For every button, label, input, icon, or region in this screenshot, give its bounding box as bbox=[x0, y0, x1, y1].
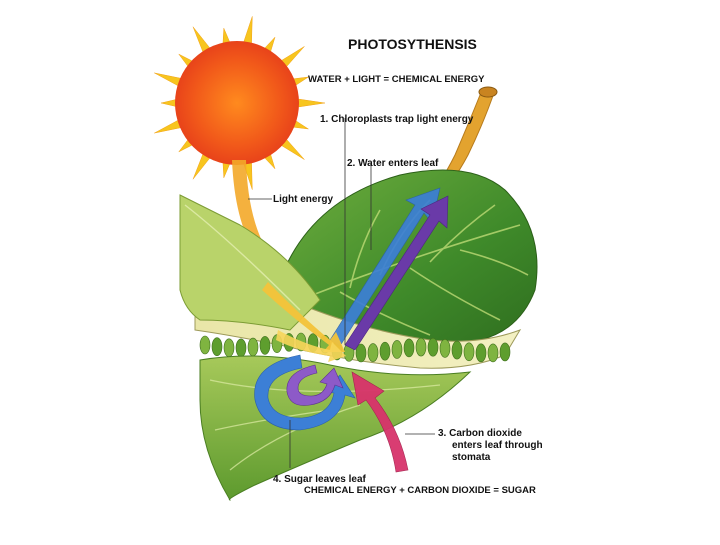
diagram-title: PHOTOSYTHENSIS bbox=[348, 36, 477, 52]
leaf-cell bbox=[223, 338, 235, 358]
stem-cut-end bbox=[478, 86, 498, 98]
equation-bottom: CHEMICAL ENERGY + CARBON DIOXIDE = SUGAR bbox=[304, 485, 536, 496]
flap-vein bbox=[184, 204, 301, 311]
leaf-cell bbox=[451, 340, 463, 360]
leaf-cell bbox=[427, 337, 439, 357]
leaf-left-flap bbox=[179, 194, 321, 331]
step1-label: 1. Chloroplasts trap light energy bbox=[320, 114, 474, 125]
light-arrow-in-2 bbox=[276, 330, 346, 362]
equation-top: WATER + LIGHT = CHEMICAL ENERGY bbox=[308, 74, 485, 85]
leaf-cell bbox=[199, 335, 211, 355]
light-arrow-in bbox=[262, 282, 345, 352]
leaf-cell bbox=[379, 341, 391, 361]
light-energy-arrow bbox=[232, 160, 272, 262]
step3-label-line1: 3. Carbon dioxide bbox=[438, 428, 522, 439]
leaf-cell bbox=[259, 336, 271, 355]
leaf-cell bbox=[487, 343, 499, 363]
leaf-cell bbox=[475, 343, 487, 363]
leaf-cell bbox=[391, 340, 403, 359]
step3-label-line2: enters leaf through bbox=[452, 440, 543, 451]
leaf-cell bbox=[247, 337, 259, 357]
light-energy-label: Light energy bbox=[273, 194, 334, 205]
carbon-dioxide-arrow bbox=[351, 371, 409, 473]
leaf-cell bbox=[211, 337, 223, 356]
step2-label: 2. Water enters leaf bbox=[347, 158, 439, 169]
step4-label: 4. Sugar leaves leaf bbox=[273, 474, 366, 485]
sugar-swirl-arrow bbox=[286, 364, 344, 406]
leaf-cell bbox=[439, 339, 451, 358]
leaf-cell bbox=[499, 342, 511, 362]
leader-lines bbox=[248, 118, 435, 468]
leaf-cell bbox=[403, 338, 415, 358]
leaf-cell bbox=[355, 343, 367, 363]
sun-icon bbox=[154, 16, 326, 190]
leaf-cell bbox=[235, 338, 247, 358]
leaf-cell bbox=[367, 343, 379, 362]
step3-label-line3: stomata bbox=[452, 452, 491, 463]
sugar-arrow-up bbox=[344, 195, 449, 351]
leaf-cell bbox=[463, 342, 475, 362]
leaf-cell bbox=[415, 337, 427, 357]
water-swirl-arrow bbox=[254, 354, 356, 431]
